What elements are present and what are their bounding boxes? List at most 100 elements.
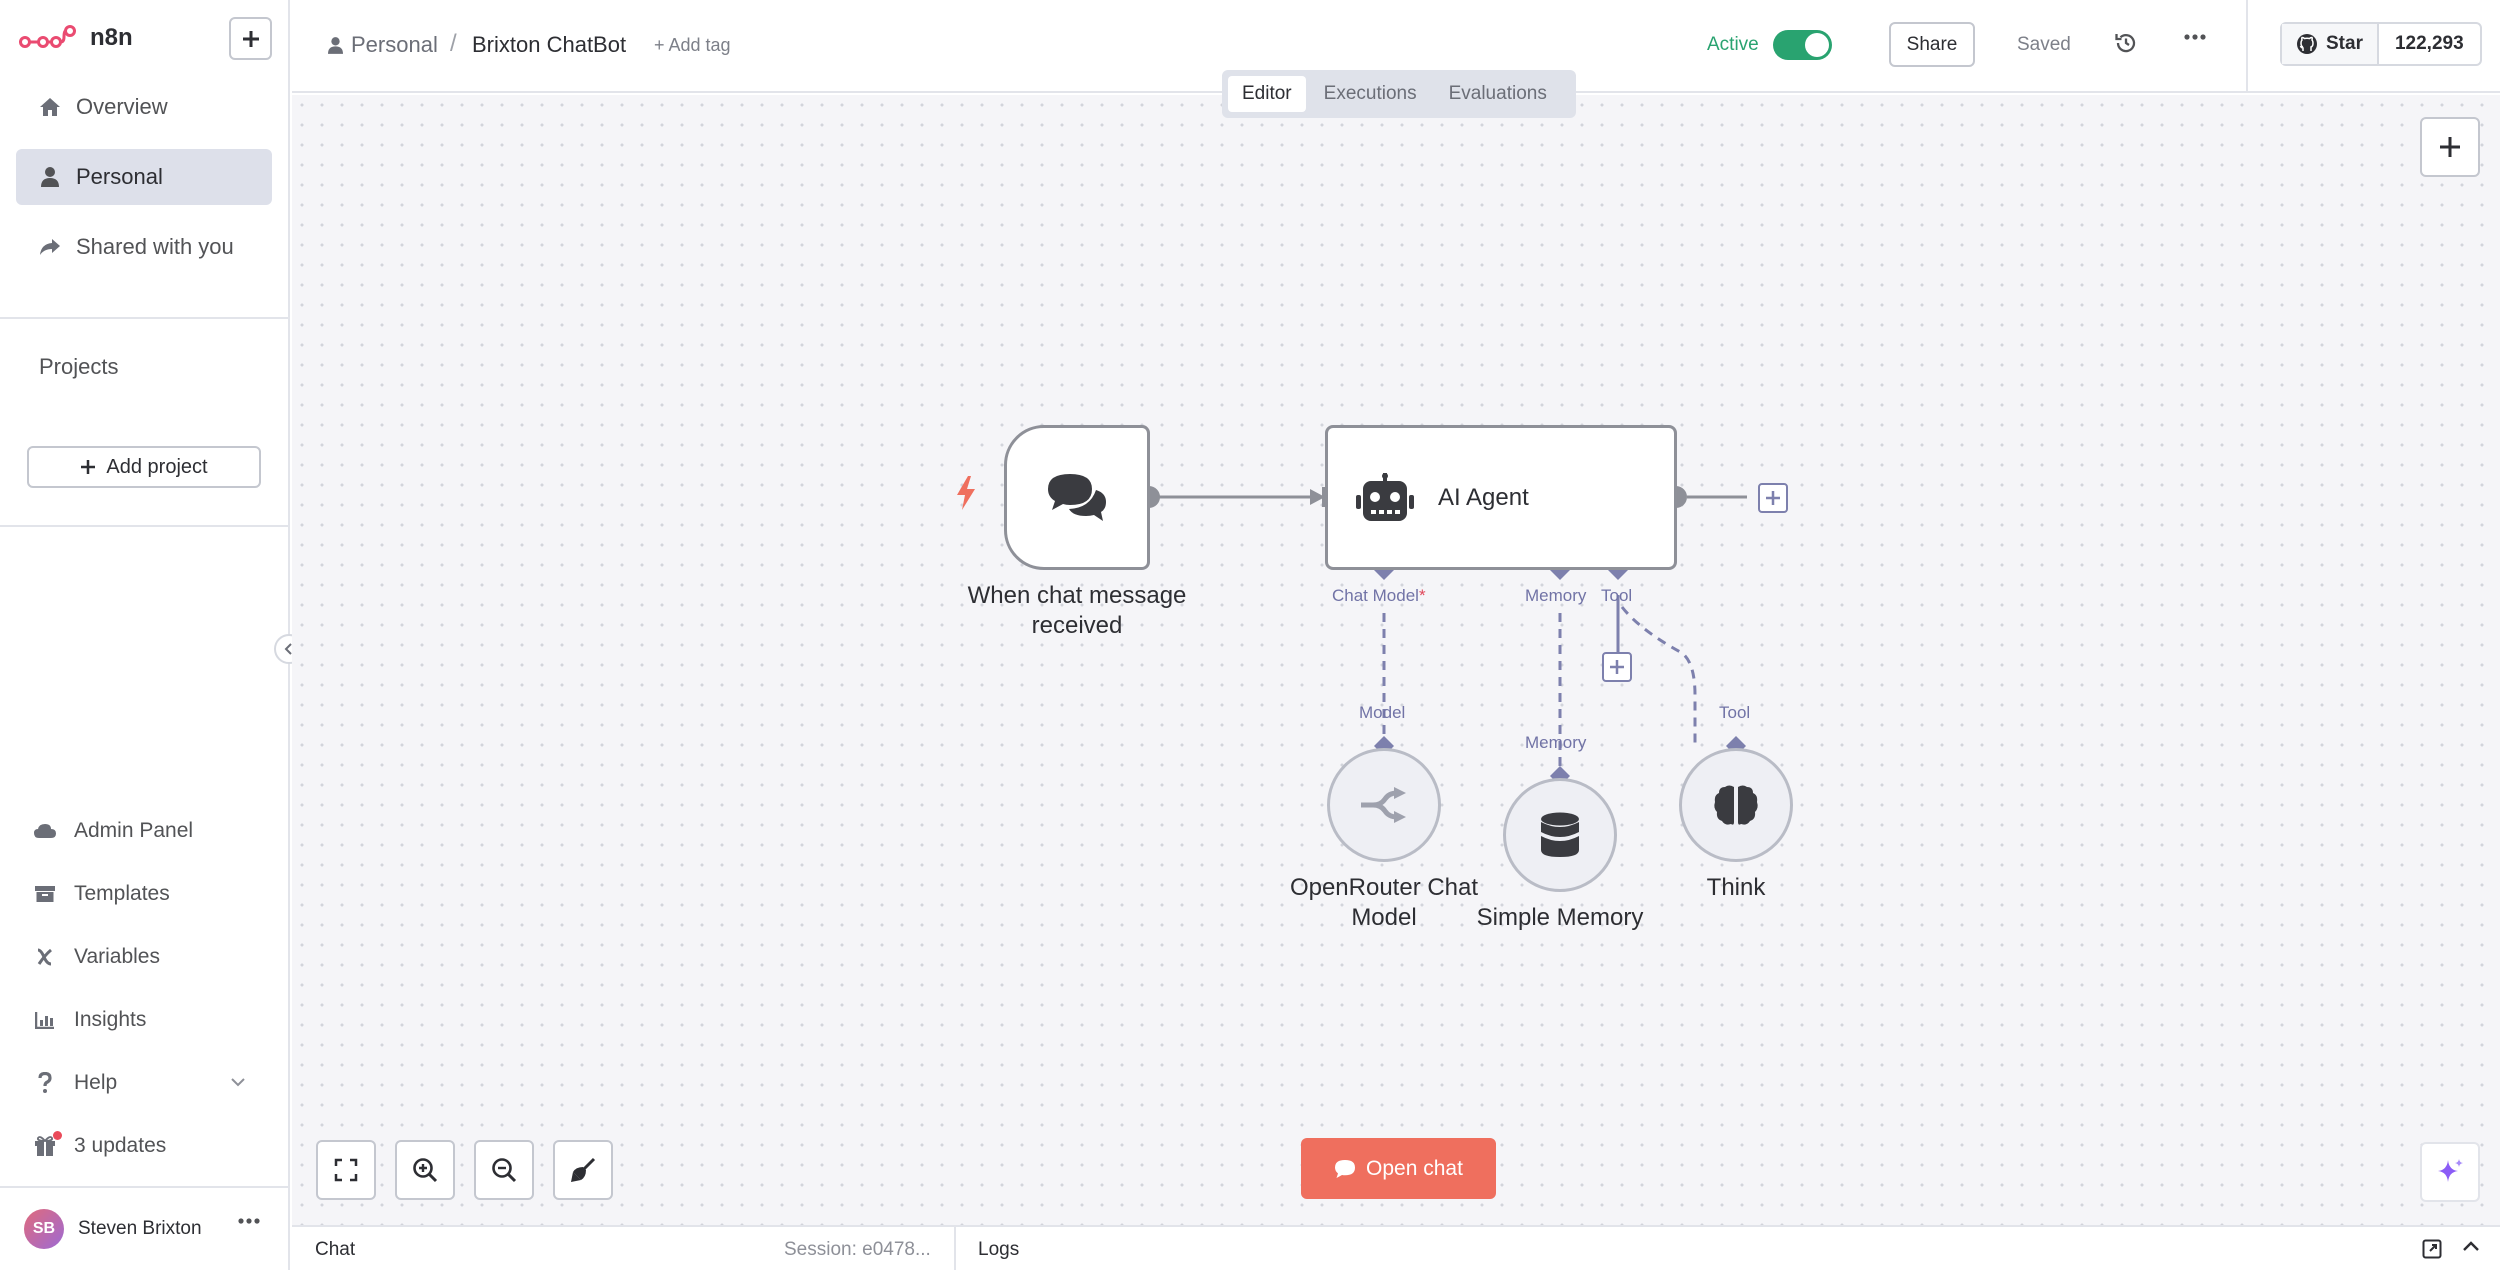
breadcrumb-project[interactable]: Personal (328, 32, 438, 58)
zoom-out-button[interactable] (474, 1140, 534, 1200)
plus-icon (2440, 137, 2460, 157)
chevron-up-icon[interactable] (2462, 1240, 2480, 1252)
database-icon (1541, 812, 1579, 857)
github-star[interactable]: Star (2282, 24, 2379, 64)
add-next-node-button[interactable] (1758, 483, 1788, 513)
workflow-canvas[interactable]: When chat message received AI Agent Chat… (292, 95, 2500, 1225)
node-think[interactable] (1679, 748, 1793, 862)
more-horizontal-icon[interactable] (238, 1218, 260, 1224)
user-icon (32, 167, 68, 187)
tab-executions[interactable]: Executions (1323, 83, 1417, 104)
nav-shared[interactable]: Shared with you (16, 219, 272, 275)
variable-icon (30, 947, 60, 967)
nav-admin-panel[interactable]: Admin Panel (30, 811, 193, 851)
port-label-model-in: Model (1359, 703, 1406, 722)
pop-out-icon[interactable] (2422, 1239, 2442, 1259)
gift-icon (30, 1131, 62, 1157)
add-tag-link[interactable]: + Add tag (654, 35, 731, 55)
view-tabs: Editor Executions Evaluations (1222, 70, 1576, 118)
add-project-button[interactable]: Add project (27, 446, 261, 488)
chat-panel-title[interactable]: Chat (315, 1239, 356, 1260)
node-openrouter-chat-model[interactable] (1327, 748, 1441, 862)
n8n-logo-icon (19, 25, 76, 48)
add-node-button[interactable] (2420, 117, 2480, 177)
sidebar-divider (0, 525, 290, 527)
breadcrumb-separator: / (450, 30, 457, 57)
plus-icon (242, 30, 259, 47)
node-think-label: Think (1706, 874, 1766, 901)
tab-editor[interactable]: Editor (1228, 76, 1306, 112)
more-horizontal-icon[interactable] (2184, 34, 2206, 40)
active-label: Active (1707, 34, 1759, 55)
workflow-name[interactable]: Brixton ChatBot (472, 32, 627, 57)
header-divider (2246, 0, 2248, 93)
nav-templates-label: Templates (74, 882, 170, 905)
connection-arrowhead (1310, 489, 1325, 505)
nav-shared-label: Shared with you (76, 234, 234, 259)
user-icon (328, 36, 343, 54)
chevron-left-icon (284, 643, 292, 655)
share-button[interactable]: Share (1889, 22, 1975, 67)
nav-variables-label: Variables (74, 945, 160, 968)
add-project-label: Add project (106, 455, 208, 478)
saved-status: Saved (2017, 34, 2071, 55)
notification-dot (53, 1131, 62, 1140)
zoom-in-icon (413, 1158, 438, 1183)
plus-icon (1610, 660, 1624, 674)
breadcrumb-project-label: Personal (351, 32, 438, 57)
tab-evaluations[interactable]: Evaluations (1448, 83, 1547, 104)
add-tool-button[interactable] (1602, 652, 1632, 682)
node-ai-agent[interactable]: AI Agent (1325, 425, 1677, 570)
brain-icon (1714, 785, 1758, 825)
robot-icon (1356, 472, 1414, 521)
nav-overview[interactable]: Overview (16, 79, 272, 135)
history-icon[interactable] (2114, 31, 2138, 55)
sidebar: n8n Overview Personal Shared with you Pr… (0, 0, 304, 1270)
sidebar-divider (0, 317, 290, 319)
nav-templates[interactable]: Templates (30, 874, 170, 914)
zoom-in-button[interactable] (395, 1140, 455, 1200)
github-star-label: Star (2326, 33, 2363, 54)
share-icon (32, 238, 68, 256)
tidy-up-button[interactable] (553, 1140, 613, 1200)
trigger-bolt-icon (957, 476, 975, 510)
node-chat-trigger-label: When chat message received (967, 582, 1187, 639)
fit-view-button[interactable] (316, 1140, 376, 1200)
nav-variables[interactable]: Variables (30, 937, 160, 977)
home-icon (32, 97, 68, 117)
n8n-logo[interactable]: n8n (18, 22, 133, 54)
chat-bubbles-icon (1048, 473, 1106, 521)
user-menu[interactable]: SB Steven Brixton (0, 1186, 290, 1270)
panel-divider (954, 1227, 956, 1270)
avatar: SB (24, 1209, 64, 1249)
node-chat-trigger[interactable] (1004, 425, 1150, 570)
logs-panel-title[interactable]: Logs (978, 1239, 1020, 1260)
nav-personal-label: Personal (76, 164, 163, 189)
nav-insights[interactable]: Insights (30, 1000, 146, 1040)
active-toggle[interactable] (1773, 30, 1832, 60)
question-icon (30, 1072, 60, 1094)
box-icon (30, 885, 60, 903)
port-label-memory-in: Memory (1525, 733, 1587, 752)
nav-help[interactable]: Help (30, 1063, 245, 1103)
expand-icon (334, 1158, 358, 1182)
open-chat-button[interactable]: Open chat (1301, 1138, 1496, 1199)
port-label-memory: Memory (1525, 586, 1587, 605)
nav-insights-label: Insights (74, 1008, 147, 1031)
node-simple-memory[interactable] (1503, 778, 1617, 892)
chart-icon (30, 1011, 60, 1029)
ai-assistant-button[interactable] (2420, 1142, 2480, 1202)
session-id[interactable]: Session: e0478... (784, 1239, 931, 1260)
plus-icon (81, 460, 96, 474)
nav-personal[interactable]: Personal (16, 149, 272, 205)
node-ai-agent-label: AI Agent (1438, 483, 1529, 511)
sparkle-icon (2438, 1159, 2463, 1182)
user-name: Steven Brixton (78, 1218, 202, 1239)
cloud-icon (30, 823, 60, 839)
zoom-out-icon (492, 1158, 517, 1183)
nav-updates[interactable]: 3 updates (30, 1126, 166, 1166)
github-star-button[interactable]: Star 122,293 (2280, 22, 2482, 66)
create-button[interactable] (229, 17, 272, 60)
connections-layer (1138, 486, 1747, 786)
tool-connection (1620, 606, 1697, 745)
